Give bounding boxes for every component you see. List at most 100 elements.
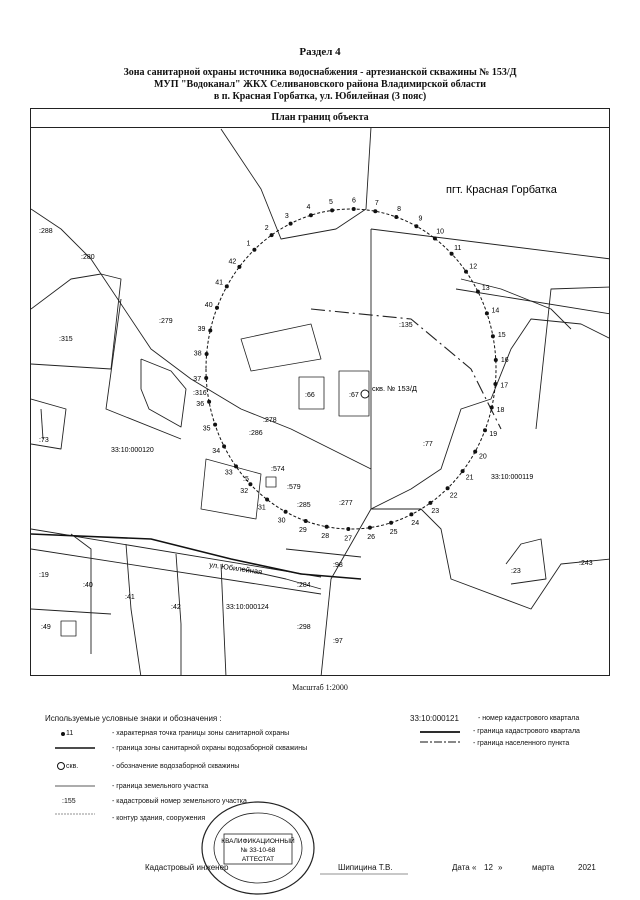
building-contour <box>60 620 77 637</box>
zone-point-label: 36 <box>196 401 204 408</box>
zone-point-marker <box>373 209 378 214</box>
zone-point-marker <box>351 207 356 211</box>
zone-point-label: 25 <box>390 529 398 536</box>
parcel-boundary <box>31 273 122 370</box>
zone-point-marker <box>283 509 288 514</box>
parcel-number: :67 <box>349 392 359 399</box>
parcel-number: :316 <box>193 390 207 397</box>
zone-point-label: 20 <box>479 454 487 461</box>
zone-point-marker <box>288 221 293 226</box>
zone-point-label: 13 <box>482 285 490 292</box>
parcel-boundary <box>70 533 92 654</box>
zone-point-marker <box>346 527 351 531</box>
parcel-number: :243 <box>579 560 593 567</box>
zone-point-marker <box>414 224 419 229</box>
building-contour <box>240 323 322 372</box>
zone-point-label: 26 <box>367 534 375 541</box>
parcel-number: :574 <box>271 466 285 473</box>
zone-point-label: 29 <box>299 527 307 534</box>
zone-point-marker <box>475 289 480 294</box>
parcel-boundary <box>505 538 547 585</box>
zone-point-marker <box>473 449 478 454</box>
zone-point-marker <box>367 525 372 530</box>
plan-title: План границ объекта <box>31 109 609 128</box>
building-contour <box>265 476 277 488</box>
zone-point-marker <box>409 512 414 517</box>
parcel-boundary <box>370 228 609 260</box>
zone-point-label: 22 <box>450 493 458 500</box>
zone-point-marker <box>324 524 329 529</box>
zone-point-marker <box>204 376 209 380</box>
zone-point-marker <box>464 269 468 274</box>
legend-well-desc: - обозначение водозаборной скважины <box>112 763 240 770</box>
parcel-number: :49 <box>41 624 51 631</box>
legend-settlement-border-desc: - граница населенного пункта <box>473 740 570 747</box>
parcel-number: :278 <box>263 417 277 424</box>
legend-quarter-sample: 33:10:000121 <box>410 714 459 723</box>
zone-point-marker <box>248 482 253 487</box>
legend-point-desc: - характерная точка границы зоны санитар… <box>112 730 290 737</box>
zone-point-label: 39 <box>198 326 206 333</box>
building-contour <box>200 458 262 520</box>
zone-point-label: 38 <box>194 351 202 358</box>
stamp-line-2: № 33-10-68 <box>241 847 276 854</box>
date-close-quote: » <box>498 863 503 872</box>
date-month: марта <box>532 863 555 872</box>
zone-point-marker <box>484 311 489 316</box>
parcel-boundary <box>31 398 67 450</box>
engineer-name: Шипицина Т.В. <box>338 863 393 872</box>
legend-point-sample: 11 <box>66 730 74 737</box>
zone-point-label: 32 <box>240 488 248 495</box>
parcel-boundary <box>140 358 187 428</box>
zone-point-marker <box>234 464 238 469</box>
parcel-number: :284 <box>297 582 311 589</box>
parcel-boundary <box>240 568 322 590</box>
parcel-boundary <box>535 286 609 430</box>
legend-quarter-num-desc: - номер кадастрового квартала <box>478 715 580 722</box>
zone-point-marker <box>215 305 219 310</box>
title-line-3: в п. Красная Горбатка, ул. Юбилейная (3 … <box>213 91 427 102</box>
legend-parcel-num-desc: - кадастровый номер земельного участка <box>112 798 247 805</box>
scale-label: Масштаб 1:2000 <box>292 683 348 692</box>
zone-point-label: 28 <box>321 533 329 540</box>
stamp-line-1: КВАЛИФИКАЦИОННЫЙ <box>221 836 295 845</box>
section-title: Раздел 4 <box>299 46 341 58</box>
title-line-1: Зона санитарной охраны источника водосна… <box>123 67 517 78</box>
parcel-boundary <box>320 229 372 675</box>
legend-point-icon <box>61 732 65 736</box>
legend-well-sample: скв. <box>66 763 79 770</box>
legend-title: Используемые условные знаки и обозначени… <box>45 714 222 723</box>
well-icon <box>360 389 370 399</box>
legend-building-desc: - контур здания, сооружения <box>112 815 206 822</box>
zone-point-marker <box>252 247 257 252</box>
building-contour <box>298 376 325 410</box>
zone-point-marker <box>490 334 495 339</box>
zone-point-label: 31 <box>258 504 266 511</box>
legend-zone-desc: - граница зоны санитарной охраны водозаб… <box>112 745 308 752</box>
zone-point-marker <box>389 520 394 525</box>
settlement-label: пгт. Красная Горбатка <box>446 184 558 196</box>
parcel-boundary <box>31 608 112 615</box>
parcel-number: :298 <box>297 624 311 631</box>
date-label: Дата <box>452 863 470 872</box>
zone-point-label: 1 <box>246 241 250 248</box>
zone-point-marker <box>493 358 498 362</box>
parcel-boundary <box>285 548 362 558</box>
parcel-number: :42 <box>171 604 181 611</box>
zone-point-label: 10 <box>436 229 444 236</box>
zone-point-label: 41 <box>215 279 223 286</box>
parcel-boundary <box>31 208 372 470</box>
parcel-number: :40 <box>83 582 93 589</box>
engineer-role: Кадастровый инженер <box>145 863 229 872</box>
zone-point-marker <box>269 233 274 238</box>
zone-point-label: 42 <box>229 259 237 266</box>
parcel-number: :97 <box>333 638 343 645</box>
zone-point-marker <box>237 264 242 269</box>
parcel-number: :135 <box>399 322 413 329</box>
legend-symbols <box>55 732 95 815</box>
parcel-number: :73 <box>39 437 49 444</box>
zone-point-marker <box>222 444 227 449</box>
parcel-number: :285 <box>297 502 311 509</box>
zone-point-label: 8 <box>397 206 401 213</box>
quarter-label: 33:10:000120 <box>111 447 154 454</box>
